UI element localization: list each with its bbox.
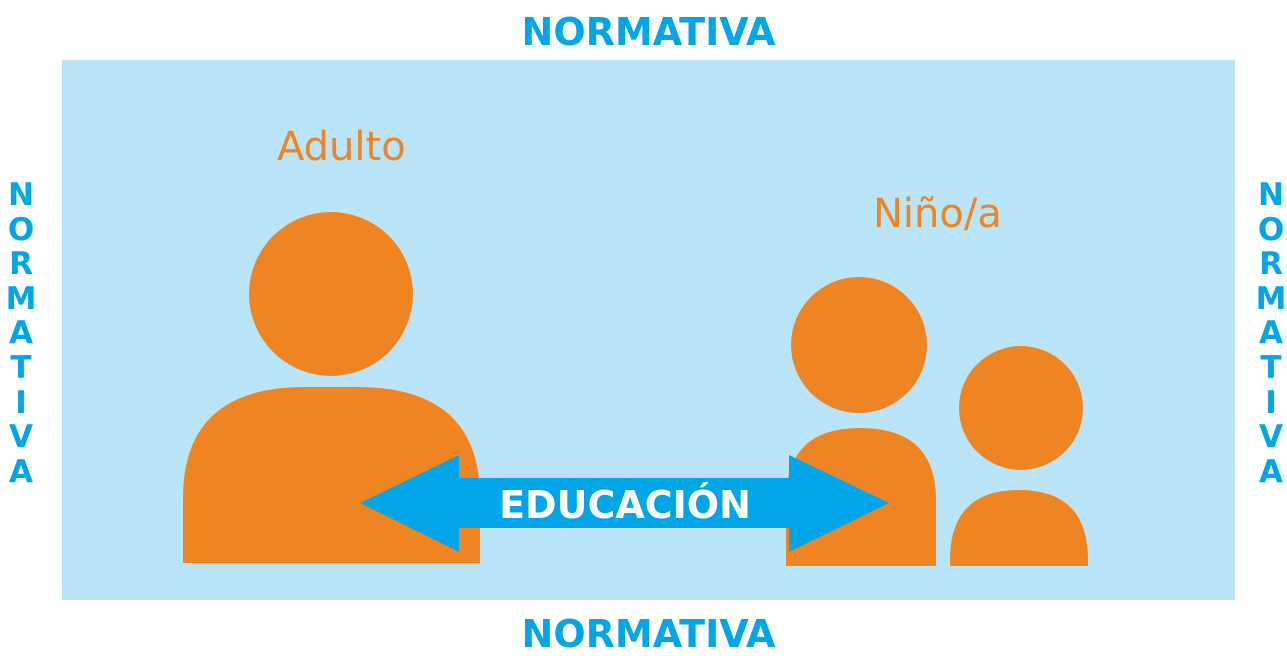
- normativa-letter: R: [9, 246, 33, 283]
- normativa-letter: I: [15, 384, 27, 421]
- normativa-letter: M: [1255, 280, 1287, 317]
- normativa-letter: T: [1260, 349, 1282, 386]
- child-small-body: [950, 490, 1088, 566]
- normativa-letter: O: [7, 211, 35, 248]
- normativa-top-label: NORMATIVA: [521, 10, 776, 54]
- normativa-letter: T: [10, 349, 32, 386]
- child-label: Niño/a: [873, 191, 1002, 237]
- normativa-letter: N: [1258, 177, 1284, 213]
- normativa-letter: O: [1257, 211, 1285, 248]
- normativa-letter: I: [1265, 384, 1277, 421]
- normativa-letter: A: [9, 315, 33, 352]
- education-label: EDUCACIÓN: [499, 483, 751, 527]
- normativa-letter: M: [5, 280, 37, 317]
- child-figure-small: [950, 346, 1088, 566]
- normativa-bottom-label: NORMATIVA: [521, 612, 776, 656]
- adult-head: [249, 212, 413, 376]
- normativa-letter: R: [1259, 246, 1283, 283]
- child-small-head: [959, 346, 1083, 470]
- child-large-head: [791, 277, 927, 413]
- education-arrow: [360, 455, 889, 552]
- normativa-letter: V: [1259, 419, 1283, 456]
- normativa-letter: A: [1259, 453, 1283, 490]
- normativa-letter: N: [8, 177, 34, 213]
- normativa-letter: V: [9, 419, 33, 456]
- normativa-letter: A: [9, 453, 33, 490]
- adult-label: Adulto: [277, 124, 406, 170]
- normativa-letter: A: [1259, 315, 1283, 352]
